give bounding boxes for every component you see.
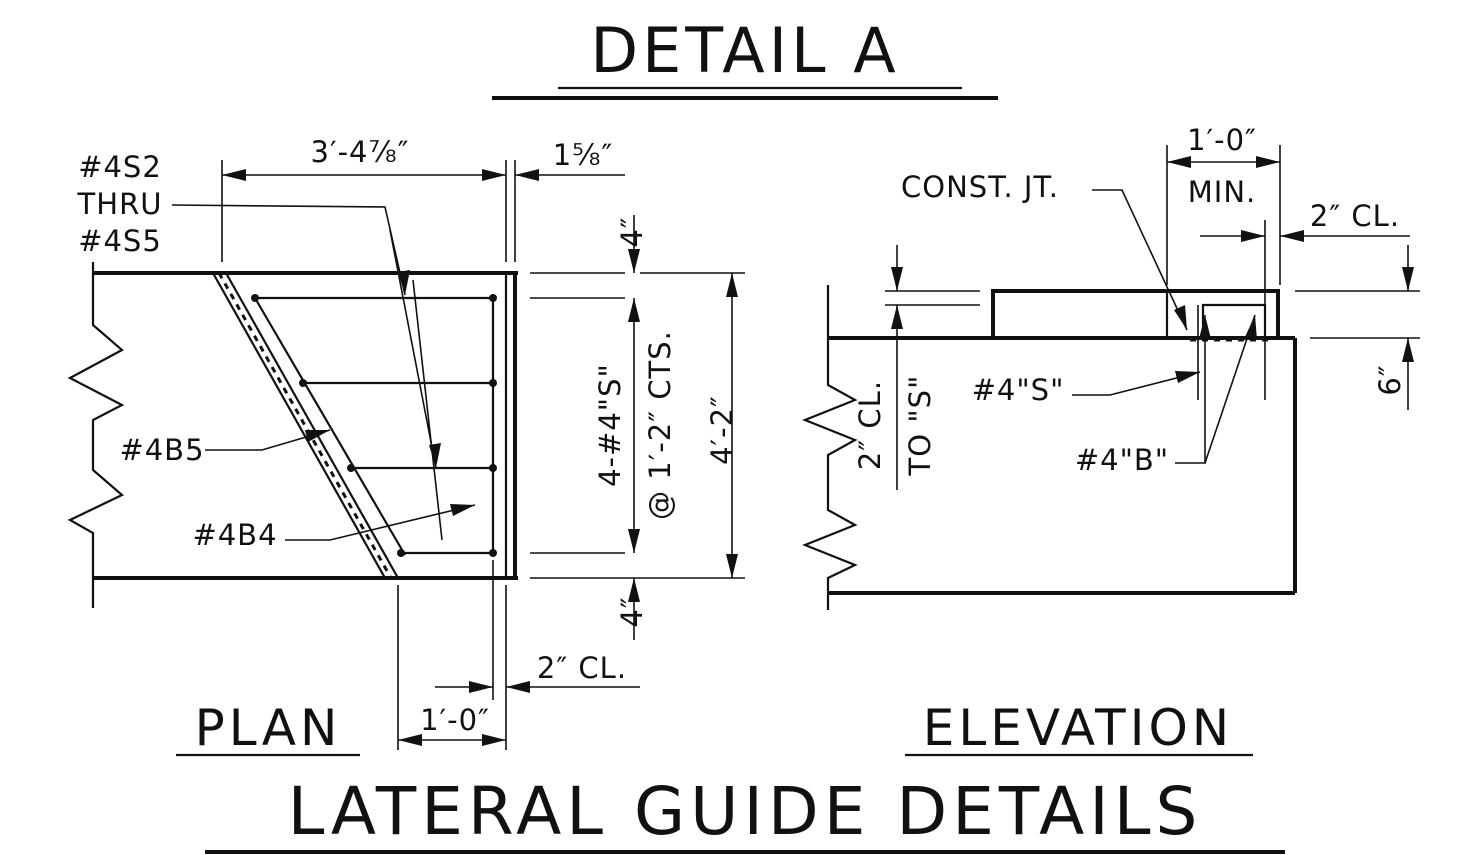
main-title: LATERAL GUIDE DETAILS [205, 773, 1285, 854]
plan-dim-base: 1′-0″ [420, 703, 490, 737]
elev-dim-cl-left-2: TO "S" [903, 375, 937, 477]
plan-callout-s5: #4S5 [78, 224, 162, 258]
elev-break-line [802, 285, 858, 610]
elev-dim-six: 6″ [1373, 364, 1407, 395]
plan-label-b4: #4B4 [192, 518, 277, 552]
elev-const-joint: CONST. JT. [901, 170, 1059, 204]
main-title-text: LATERAL GUIDE DETAILS [288, 773, 1203, 850]
plan-dim-spacing-2: @ 1′-2″ CTS. [643, 330, 677, 520]
elev-dim-cl-right: 2″ CL. [1310, 199, 1400, 233]
elev-dim-cl-left-1: 2″ CL. [853, 380, 887, 470]
elev-label-s: #4"S" [972, 373, 1065, 407]
plan-dim-cl: 2″ CL. [537, 651, 627, 685]
detail-title: DETAIL A [492, 14, 998, 100]
plan-callout-thru: THRU [77, 187, 163, 221]
plan-label-b5: #4B5 [119, 433, 204, 467]
plan-dim-top: 4″ [615, 216, 649, 247]
elev-dim-min-top: 1′-0″ [1187, 123, 1257, 157]
elevation-view: 1′-0″ MIN. CONST. JT. 2″ CL. 6″ #4"S" #4… [802, 123, 1420, 610]
plan-dim-bottom: 4″ [615, 596, 649, 627]
detail-title-text: DETAIL A [590, 14, 899, 87]
plan-view: 3′-4⅞″ 1⅝″ #4S2 THRU #4S5 #4B5 #4B4 4″ [67, 135, 745, 750]
plan-dim-width: 3′-4⅞″ [311, 135, 410, 169]
plan-callout-s2: #4S2 [78, 150, 162, 184]
plan-dim-edge: 1⅝″ [553, 138, 613, 172]
elev-dim-min-label: MIN. [1188, 175, 1257, 209]
plan-title-text: PLAN [195, 699, 342, 757]
plan-break-line [67, 262, 125, 608]
elev-guide-block [991, 289, 1280, 340]
plan-dim-height: 4′-2″ [705, 395, 739, 465]
elevation-title: ELEVATION [905, 699, 1253, 757]
plan-dim-spacing-1: 4-#4"S" [593, 363, 627, 487]
plan-title: PLAN [176, 699, 360, 757]
elevation-title-text: ELEVATION [923, 699, 1233, 757]
elev-label-b: #4"B" [1075, 443, 1169, 477]
